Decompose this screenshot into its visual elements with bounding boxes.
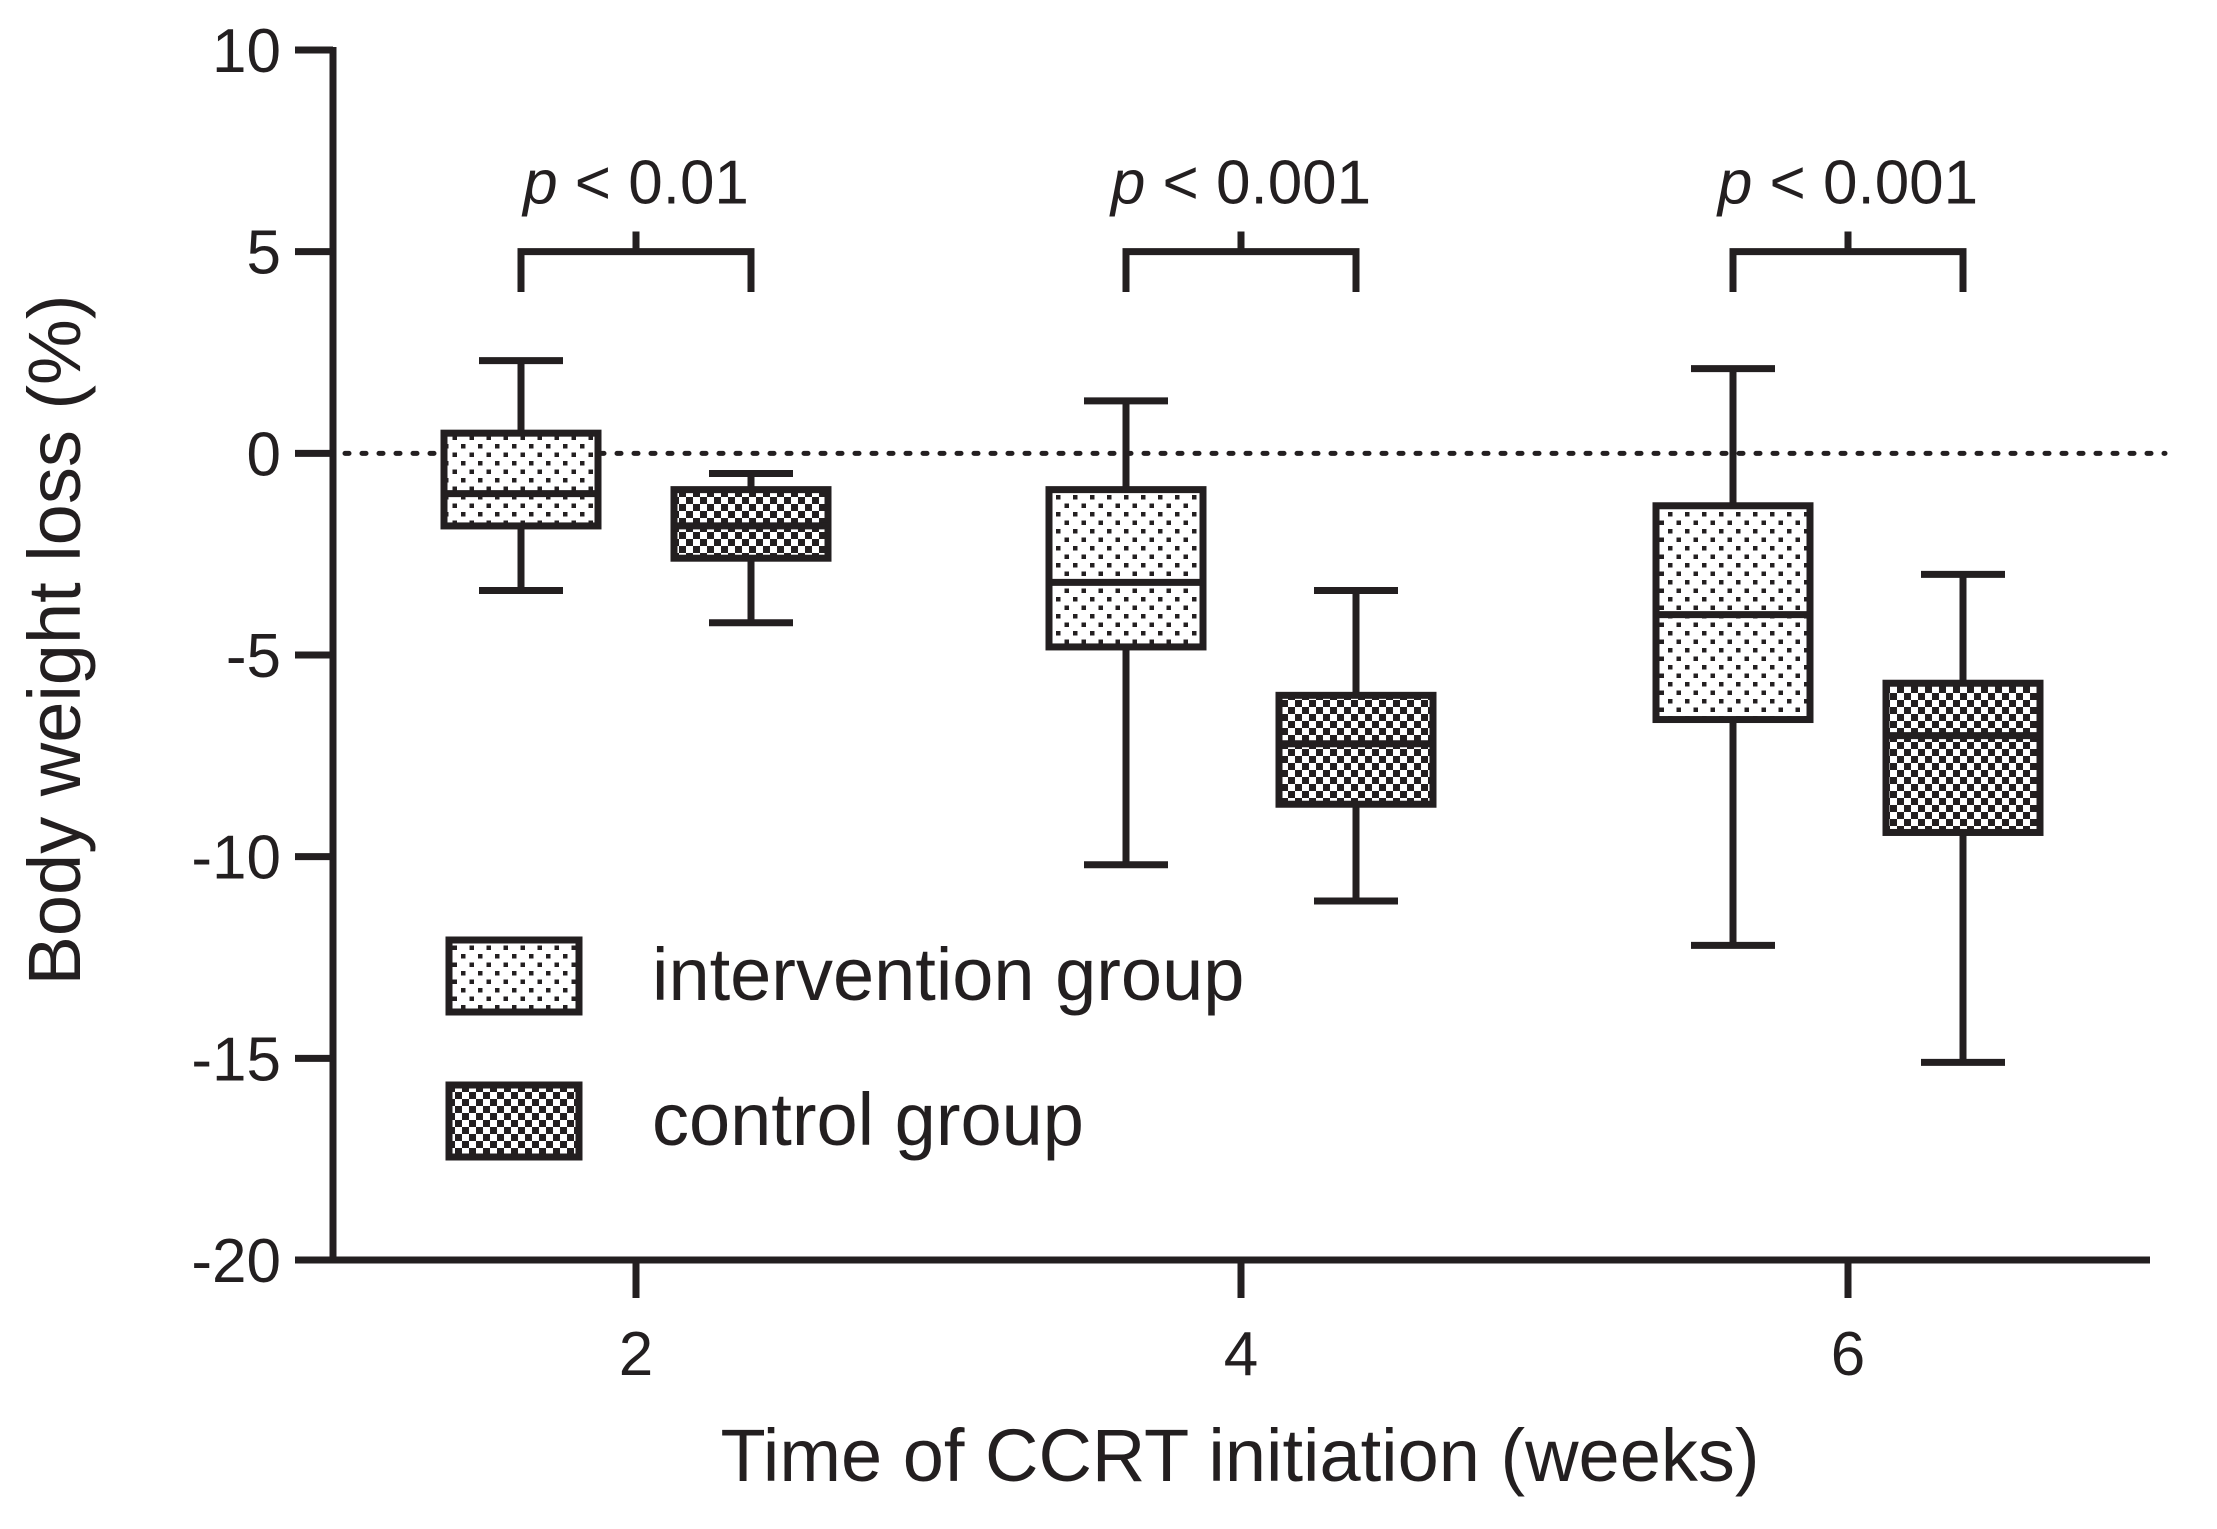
y-tick-label: 0 <box>247 420 281 489</box>
y-tick-label: -20 <box>191 1227 281 1296</box>
y-tick-label: 10 <box>212 17 281 86</box>
legend: intervention group control group <box>445 933 1244 1161</box>
significance-bracket-week-6: p < 0.001 <box>1716 149 1978 292</box>
legend-item-control: control group <box>445 1078 1084 1161</box>
y-tick-label: -5 <box>226 622 281 691</box>
bracket-line <box>1122 248 1360 292</box>
iqr-box <box>1045 486 1207 651</box>
y-tick-label: 5 <box>247 219 281 288</box>
p-value-label: p < 0.001 <box>1109 149 1371 218</box>
p-symbol: p <box>1109 149 1145 218</box>
iqr-box <box>440 429 602 530</box>
box-intervention-week-6 <box>1652 365 1814 949</box>
x-tick-label: 6 <box>1831 1320 1865 1389</box>
p-value-text: < 0.001 <box>1145 149 1371 218</box>
bracket-line <box>517 248 755 292</box>
p-symbol: p <box>521 149 557 218</box>
y-tick-label: -15 <box>191 1025 281 1094</box>
x-tick-label: 4 <box>1224 1320 1258 1389</box>
significance-bracket-week-4: p < 0.001 <box>1109 149 1371 292</box>
iqr-box <box>1275 691 1437 808</box>
p-value-label: p < 0.001 <box>1716 149 1978 218</box>
box-intervention-week-4 <box>1045 397 1207 869</box>
p-value-text: < 0.001 <box>1752 149 1978 218</box>
iqr-box <box>1882 679 2044 836</box>
box-control-week-6 <box>1882 570 2044 1066</box>
axes: 10 5 0 -5 -10 -15 -20 2 4 6 <box>191 17 2150 1389</box>
y-tick-label: -10 <box>191 824 281 893</box>
legend-label: intervention group <box>652 933 1244 1016</box>
legend-swatch <box>445 1081 583 1161</box>
legend-item-intervention: intervention group <box>445 933 1244 1016</box>
x-axis-title: Time of CCRT initiation (weeks) <box>720 1414 1759 1497</box>
significance-bracket-week-2: p < 0.01 <box>517 149 755 292</box>
bracket-line <box>1729 248 1967 292</box>
box-intervention-week-2 <box>440 357 602 594</box>
p-symbol: p <box>1716 149 1752 218</box>
box-control-week-4 <box>1275 586 1437 905</box>
legend-label: control group <box>652 1078 1084 1161</box>
p-value-label: p < 0.01 <box>521 149 749 218</box>
y-axis-title: Body weight loss (%) <box>13 295 96 986</box>
legend-swatch <box>445 936 583 1016</box>
x-tick-label: 2 <box>619 1320 653 1389</box>
box-plot-series <box>440 357 2044 1066</box>
box-control-week-2 <box>670 470 832 627</box>
p-value-text: < 0.01 <box>558 149 749 218</box>
